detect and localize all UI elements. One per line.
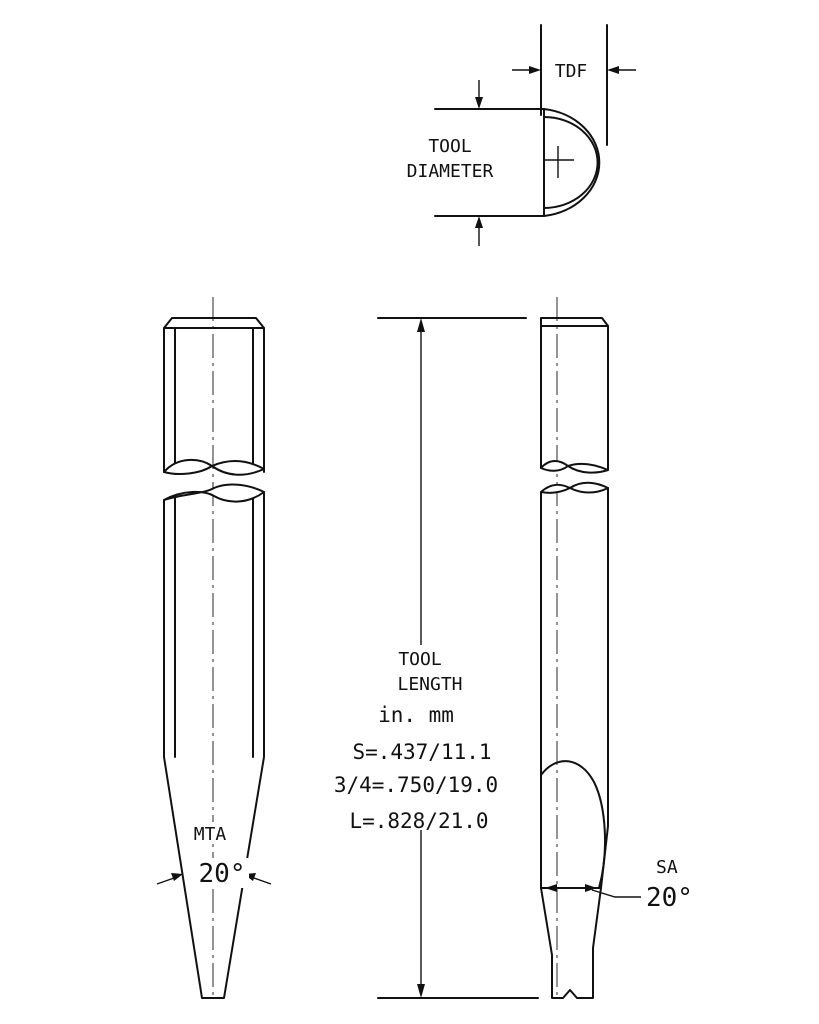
tdf-arrow-right-icon [607, 66, 619, 74]
spec-l: L=.828/21.0 [349, 809, 488, 833]
sa-angle-value: 20° [646, 883, 693, 913]
mta-arrow-right-shaft [253, 877, 272, 885]
units-label: in. mm [378, 703, 454, 727]
tool-length-label-line1: TOOL [398, 649, 442, 670]
front-lower-break-line [163, 483, 265, 503]
mta-arrow-left-icon [171, 873, 183, 881]
front-upper-shank-outline [163, 317, 265, 473]
length-arrow-bottom-icon [417, 984, 425, 998]
tdf-label: TDF [555, 61, 588, 82]
side-flute-ellipse [540, 760, 606, 889]
sa-label: SA [656, 857, 678, 878]
end-view: TDF TOOL DIAMETER [407, 24, 636, 246]
sa-arrow-right-icon [585, 884, 597, 892]
mta-arrow-left-shaft [156, 877, 175, 885]
front-view: MTA 20° [156, 297, 272, 1000]
sa-leader-line [591, 889, 641, 898]
side-lower-break-line [540, 481, 609, 494]
sa-arrow-left-icon [545, 884, 557, 892]
length-arrow-top-icon [417, 318, 425, 332]
diameter-arrow-top-icon [475, 97, 483, 109]
diameter-arrow-bottom-icon [475, 216, 483, 228]
tool-diameter-label-line2: DIAMETER [407, 161, 494, 182]
tdf-arrow-left-icon [529, 66, 541, 74]
side-view: SA 20° [540, 297, 693, 1000]
side-upper-shank-outline [540, 317, 609, 471]
tool-diameter-label-line1: TOOL [428, 136, 472, 157]
tool-end-outer-profile [543, 108, 601, 217]
mta-label: MTA [194, 824, 227, 845]
tool-length-dimension: TOOL LENGTH in. mm S=.437/11.1 3/4=.750/… [334, 317, 539, 999]
side-upper-break-line [540, 460, 609, 474]
mta-angle-mask [197, 858, 249, 888]
tool-end-inner-profile [543, 116, 599, 209]
side-lower-body-outline [540, 487, 609, 999]
mta-label-mask [188, 822, 232, 844]
spec-s: S=.437/11.1 [352, 740, 491, 764]
front-lower-body-outline [163, 491, 265, 999]
front-upper-break-line [163, 459, 265, 476]
spec-3-4: 3/4=.750/19.0 [334, 773, 498, 797]
mta-angle-value: 20° [199, 859, 246, 889]
tool-length-label-line2: LENGTH [397, 674, 462, 695]
